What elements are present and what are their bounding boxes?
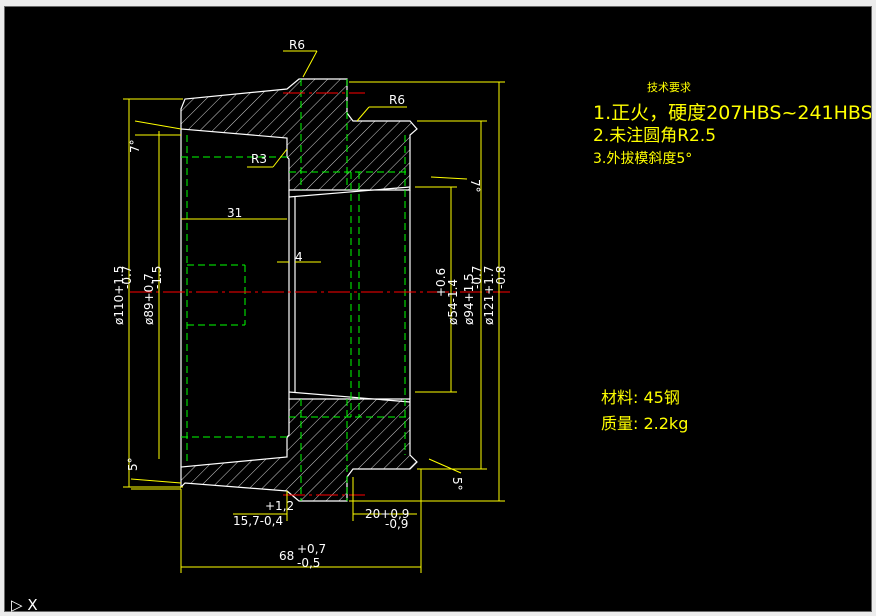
ucs-indicator: ▷ X — [11, 596, 38, 614]
dim-angle-7-right: 7° — [468, 179, 482, 193]
dim-20-tol: -0,9 — [385, 517, 408, 531]
bore-outline — [180, 129, 411, 467]
dim-r6-top: R6 — [289, 38, 305, 52]
dim-4: 4 — [295, 250, 303, 264]
material-text: 材料: 45钢 — [601, 388, 680, 407]
dim-d94-tol: -0.7 — [470, 266, 484, 289]
hidden-lines — [181, 79, 410, 501]
drawing-viewport[interactable]: 技术要求 1.正火，硬度207HBS~241HBS 2.未注圆角R2.5 3.外… — [4, 6, 872, 614]
center-lines — [130, 92, 510, 496]
ucs-arrow-icon: ▷ — [11, 596, 23, 614]
dim-68-tol-up: +0,7 — [297, 542, 326, 556]
notes-line-2: 2.未注圆角R2.5 — [593, 126, 716, 146]
dim-d121: ø121+1.7 — [482, 266, 496, 325]
mass-text: 质量: 2.2kg — [601, 414, 688, 433]
ucs-x-label: X — [27, 596, 38, 614]
dim-angle-5-left: 5° — [126, 457, 140, 471]
dim-15-7-tol: +1,2 — [265, 499, 294, 513]
dimension-lines — [123, 50, 505, 573]
dim-angle-5-right: 5° — [450, 477, 464, 491]
dim-d110: ø110+1.5 — [112, 266, 126, 325]
cad-drawing: 技术要求 1.正火，硬度207HBS~241HBS 2.未注圆角R2.5 3.外… — [112, 38, 871, 573]
dim-angle-7-left: 7° — [128, 139, 142, 153]
dim-d121-tol: -0.8 — [494, 266, 508, 289]
section-lower-hatch — [180, 398, 418, 502]
dim-68: 68 — [279, 549, 294, 563]
dim-68-tol-dn: -0,5 — [297, 556, 320, 570]
dim-d110-tol: -0.7 — [120, 266, 134, 289]
notes-line-1: 1.正火，硬度207HBS~241HBS — [593, 102, 871, 124]
notes-title: 技术要求 — [647, 81, 691, 94]
dim-d89-tol: -1.5 — [150, 266, 164, 289]
dim-d89: ø89+0.7 — [142, 273, 156, 325]
dim-15-7: 15,7-0,4 — [233, 514, 283, 528]
dim-d94: ø94+1.5 — [462, 273, 476, 325]
notes-line-3: 3.外拔模斜度5° — [593, 151, 692, 167]
dim-d54-tol: +0.6 — [434, 268, 448, 297]
dim-r3: R3 — [251, 152, 267, 166]
dim-d54: ø54-1.4 — [446, 279, 460, 325]
dim-31: 31 — [227, 206, 242, 220]
dim-20: 20+0,9 — [365, 507, 409, 521]
dim-r6-right: R6 — [389, 93, 405, 107]
section-upper-hatch — [180, 78, 418, 191]
